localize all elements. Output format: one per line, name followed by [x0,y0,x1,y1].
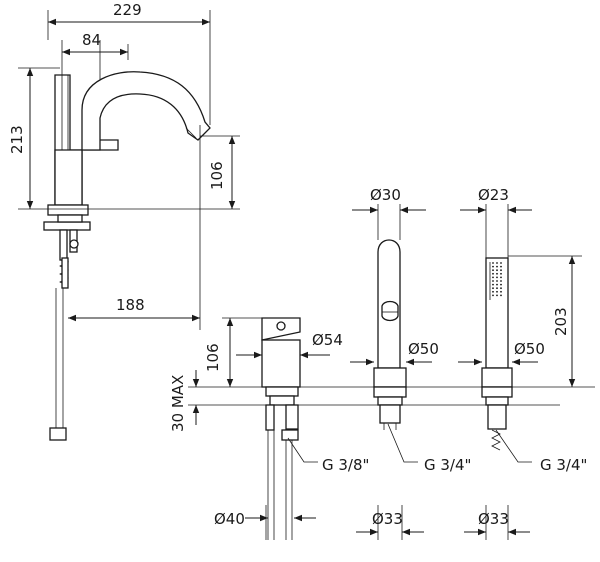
dim-handle-height: 106 [204,343,222,372]
spray-nozzle [492,269,494,272]
spray-nozzle [496,280,498,282]
dim-deck-thickness: 30 MAX [169,375,187,432]
dim-shower-height: 203 [552,307,570,336]
spray-nozzle [496,262,498,264]
spray-nozzle [492,287,494,290]
dim-handle-diameter: Ø54 [312,331,343,349]
spray-nozzle [496,269,498,272]
dim-center-distance: 188 [116,296,145,314]
spray-nozzle [492,280,494,282]
dim-total-width: 229 [113,1,142,19]
dim-spout-height: 106 [208,161,226,190]
spray-nozzle [492,265,494,268]
handle-view [261,317,301,540]
spray-nozzle [496,272,498,275]
diverter-dimensions: Ø30 Ø50 Ø33 G 3/4" [350,186,471,540]
spray-nozzle [496,290,498,293]
spout-view [43,40,211,441]
dim-height-total: 213 [8,125,26,154]
thread-diverter: G 3/4" [424,456,471,474]
spout-dimensions: 229 84 213 106 188 [8,1,240,330]
shower-view [481,257,513,451]
dim-spout-offset: 84 [82,31,101,49]
spray-nozzle [500,280,502,282]
dim-diverter-base: Ø50 [408,340,439,358]
diverter-view [373,239,407,430]
spray-nozzle [500,262,502,264]
spray-nozzle [496,287,498,290]
spray-nozzle [496,276,498,279]
spray-nozzle [492,272,494,275]
spray-nozzle [500,287,502,290]
spray-nozzle [492,262,494,264]
spray-nozzle [492,283,494,286]
dim-diverter-diameter: Ø30 [370,186,401,204]
dim-hole-2: Ø33 [372,510,403,528]
spray-nozzle [500,265,502,268]
shower-spray-dots [492,262,502,297]
spray-nozzle [496,283,498,286]
handle-dimensions: 106 Ø54 30 MAX Ø40 G 3/8" [169,317,369,540]
spray-nozzle [492,294,494,297]
dim-shower-diameter: Ø23 [478,186,509,204]
thread-handle: G 3/8" [322,456,369,474]
spray-nozzle [500,290,502,293]
dim-hole-1: Ø40 [214,510,245,528]
spray-nozzle [500,283,502,286]
spray-nozzle [492,276,494,279]
spray-nozzle [492,290,494,293]
dim-shower-base: Ø50 [514,340,545,358]
thread-shower: G 3/4" [540,456,587,474]
spray-nozzle [500,272,502,275]
spray-nozzle [496,294,498,297]
spray-nozzle [500,276,502,279]
dim-hole-3: Ø33 [478,510,509,528]
spray-nozzle [500,269,502,272]
shower-dimensions: Ø23 203 Ø50 Ø33 G 3/4" [458,186,587,540]
spray-nozzle [500,294,502,297]
spray-nozzle [496,265,498,268]
